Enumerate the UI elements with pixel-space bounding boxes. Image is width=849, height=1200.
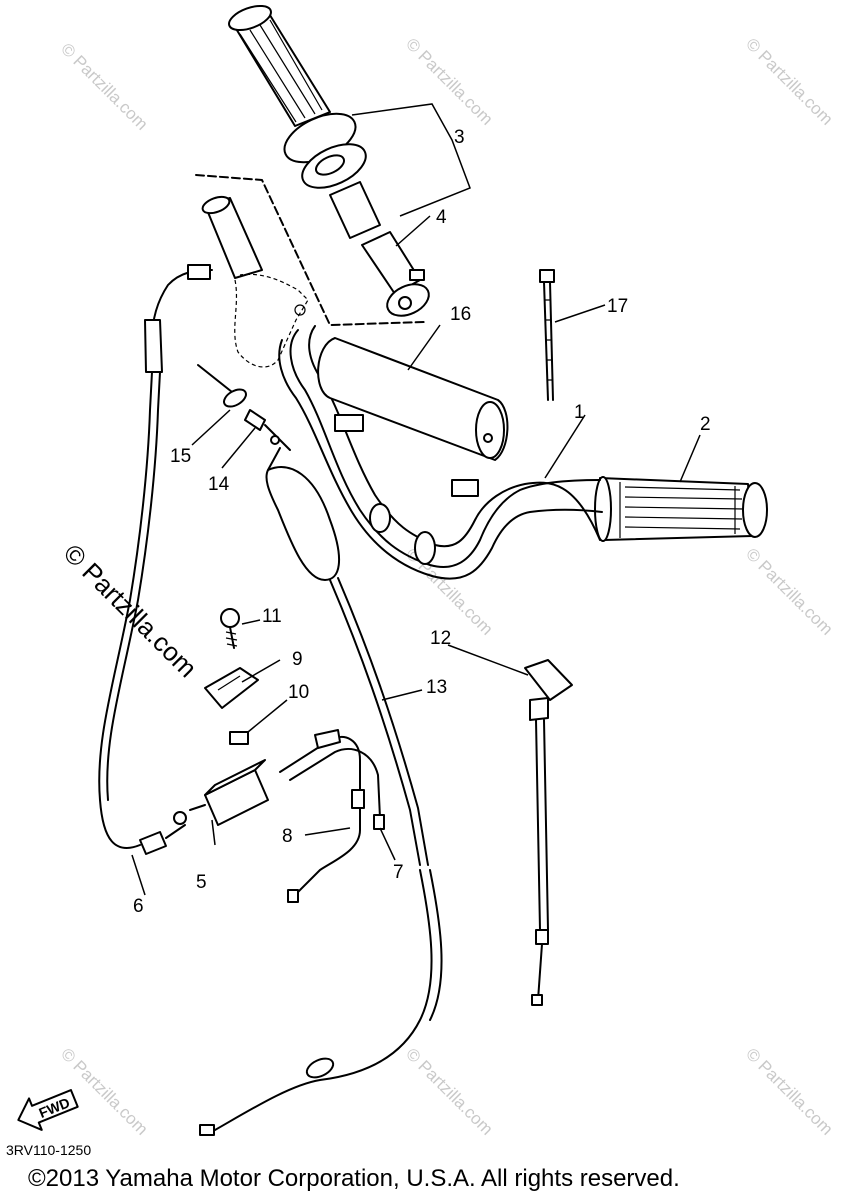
left-bar-end — [195, 174, 426, 368]
callout-17: 17 — [607, 296, 628, 317]
callout-10: 10 — [288, 682, 309, 703]
callout-5: 5 — [196, 872, 207, 893]
callout-2: 2 — [700, 414, 711, 435]
handlebar — [278, 325, 603, 580]
watermark: © Partzilla.com — [402, 544, 496, 638]
brake-cable — [524, 659, 573, 1006]
callout-1: 1 — [574, 402, 585, 423]
watermark: © Partzilla.com — [742, 1044, 836, 1138]
throttle-cable-long — [199, 577, 443, 1136]
callout-15: 15 — [170, 446, 191, 467]
throttle-tube — [329, 181, 430, 317]
fwd-arrow-icon: FWD — [17, 1089, 79, 1131]
callouts: 1 2 3 4 5 6 7 8 9 10 11 12 13 14 15 16 1… — [133, 127, 711, 917]
screw — [220, 608, 240, 649]
callout-14: 14 — [208, 474, 230, 495]
clamp — [229, 731, 249, 745]
cable-boot — [265, 447, 341, 581]
callout-4: 4 — [436, 207, 447, 228]
watermark-prominent: © Partzilla.com — [58, 538, 203, 683]
callout-11: 11 — [262, 606, 282, 627]
callout-3: 3 — [454, 127, 465, 148]
callout-16: 16 — [450, 304, 471, 325]
cable-pair — [279, 729, 385, 903]
copyright-notice: ©2013 Yamaha Motor Corporation, U.S.A. A… — [28, 1165, 680, 1192]
cable-tie — [539, 269, 555, 401]
watermark: © Partzilla.com — [402, 1044, 496, 1138]
switch-assembly — [173, 759, 269, 826]
throttle-grip — [228, 4, 367, 189]
right-grip — [594, 476, 768, 542]
callout-9: 9 — [292, 649, 303, 670]
watermark: © Partzilla.com — [742, 34, 836, 128]
callout-13: 13 — [426, 677, 447, 698]
cable-adjuster — [197, 364, 291, 451]
throttle-cable — [98, 264, 213, 855]
watermark-group: © Partzilla.com © Partzilla.com © Partzi… — [57, 34, 836, 1138]
callout-8: 8 — [282, 826, 293, 847]
callout-7: 7 — [393, 862, 404, 883]
callout-12: 12 — [430, 628, 451, 649]
callout-6: 6 — [133, 896, 144, 917]
watermark: © Partzilla.com — [402, 34, 496, 128]
handlebar-pad — [317, 337, 509, 461]
watermark: © Partzilla.com — [742, 544, 836, 638]
leader-lines — [131, 103, 701, 896]
plate — [204, 667, 259, 709]
watermark: © Partzilla.com — [57, 39, 151, 133]
part-code: 3RV110-1250 — [6, 1142, 92, 1158]
